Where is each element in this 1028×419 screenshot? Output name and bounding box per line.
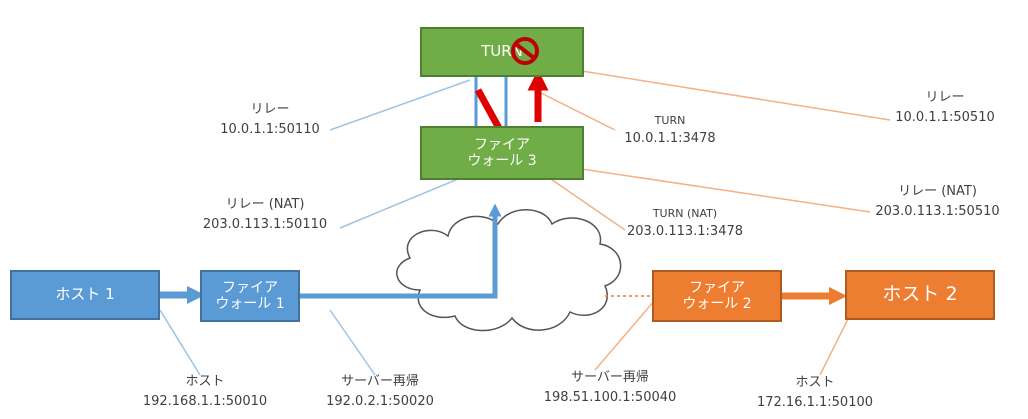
relay-left-address: 10.0.1.1:50110 <box>220 122 320 138</box>
turn-nat-title: TURN (NAT) <box>652 207 718 220</box>
leader-relay-nat-right <box>554 164 871 213</box>
host-right-title: ホスト <box>795 375 835 390</box>
relay-right-title: リレー <box>925 90 965 105</box>
host-right-address: 172.16.1.1:50100 <box>756 395 874 411</box>
turn-label: TURN 10.0.1.1:3478 <box>610 112 730 149</box>
leader-relay-right <box>524 61 891 121</box>
host-left-address: 192.168.1.1:50010 <box>142 394 268 410</box>
leader-relay-left <box>329 79 471 131</box>
srflx-left-label: サーバー再帰 192.0.2.1:50020 <box>310 372 450 412</box>
relay-nat-right-address: 203.0.113.1:50510 <box>875 204 1000 220</box>
turn-address: 10.0.1.1:3478 <box>624 131 716 147</box>
turn-server-box: TURN <box>420 27 584 77</box>
leader-relay-nat-left <box>339 171 476 229</box>
firewall-2-line-1: ファイア <box>689 279 745 296</box>
relay-nat-left-label: リレー (NAT) 203.0.113.1:50110 <box>180 195 350 235</box>
relay-right-address: 10.0.1.1:50510 <box>895 110 995 126</box>
host-right-label: ホスト 172.16.1.1:50100 <box>740 373 890 413</box>
host-2-box: ホスト 2 <box>845 270 995 320</box>
firewall-1-box: ファイア ウォール 1 <box>200 270 300 322</box>
srflx-right-label: サーバー再帰 198.51.100.1:50040 <box>530 368 690 408</box>
fw1-to-turn-path <box>295 203 502 299</box>
relay-nat-left-address: 203.0.113.1:50110 <box>202 217 328 233</box>
turn-nat-label: TURN (NAT) 203.0.113.1:3478 <box>610 205 760 242</box>
srflx-right-title: サーバー再帰 <box>571 370 649 385</box>
relay-nat-left-title: リレー (NAT) <box>225 197 305 212</box>
host-left-label: ホスト 192.168.1.1:50010 <box>130 372 280 412</box>
relay-nat-right-title: リレー (NAT) <box>898 184 977 199</box>
leader-turn-nat <box>544 174 626 231</box>
srflx-right-address: 198.51.100.1:50040 <box>543 390 677 406</box>
leader-srflx-right <box>594 299 656 371</box>
host-1-label: ホスト 1 <box>55 285 115 304</box>
leader-host-right <box>819 314 851 376</box>
host-left-title: ホスト <box>185 374 225 389</box>
relay-left-label: リレー 10.0.1.1:50110 <box>205 100 335 140</box>
firewall-2-line-2: ウォール 2 <box>682 296 752 312</box>
srflx-left-address: 192.0.2.1:50020 <box>326 394 434 410</box>
turn-title: TURN <box>654 114 686 127</box>
prohibited-icon <box>511 37 539 65</box>
relay-nat-right-label: リレー (NAT) 203.0.113.1:50510 <box>850 182 1025 222</box>
relay-right-label: リレー 10.0.1.1:50510 <box>880 88 1010 128</box>
internet-cloud <box>396 209 622 332</box>
leader-host-left <box>159 309 201 376</box>
srflx-left-title: サーバー再帰 <box>341 374 419 389</box>
host-1-box: ホスト 1 <box>10 270 160 320</box>
host-2-label: ホスト 2 <box>882 283 958 306</box>
firewall-2-box: ファイア ウォール 2 <box>652 270 782 322</box>
firewall-3-line-1: ファイア <box>474 136 530 153</box>
firewall-1-line-2: ウォール 1 <box>215 296 285 312</box>
leader-turn <box>534 89 616 131</box>
firewall-3-line-2: ウォール 3 <box>467 153 537 169</box>
turn-nat-address: 203.0.113.1:3478 <box>626 224 744 240</box>
relay-left-title: リレー <box>250 102 290 117</box>
firewall-1-line-1: ファイア <box>222 279 278 296</box>
firewall-3-box: ファイア ウォール 3 <box>420 126 584 180</box>
leader-srflx-left <box>329 309 376 376</box>
